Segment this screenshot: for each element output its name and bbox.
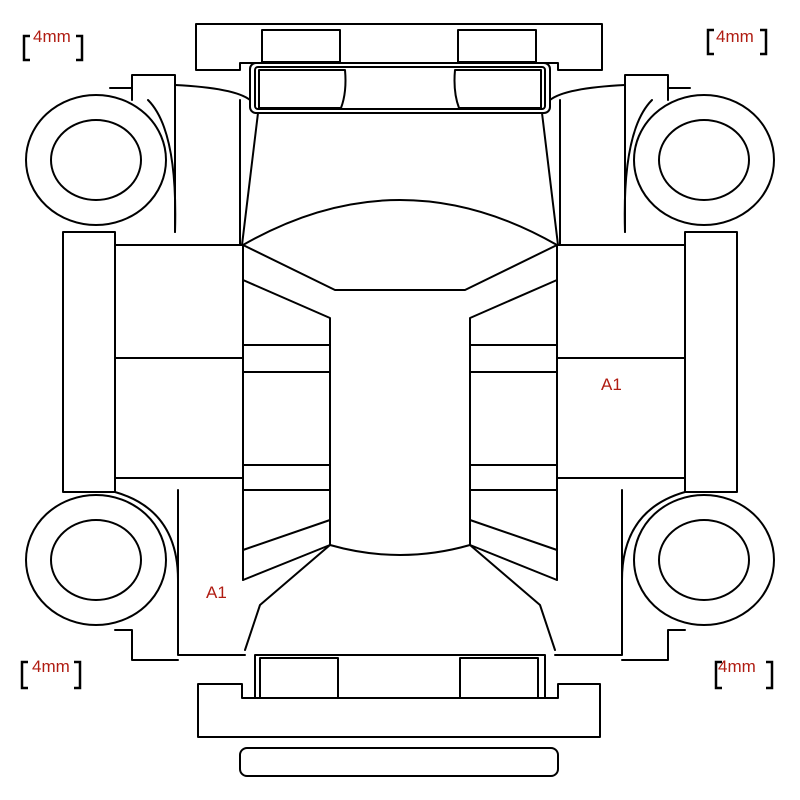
hood xyxy=(174,84,626,246)
rear-left-fender xyxy=(114,489,246,661)
rear-left-wheel xyxy=(25,491,179,626)
front-right-wheel xyxy=(623,94,775,233)
tread-label-front-right: 4mm xyxy=(716,27,754,46)
left-rocker-panel xyxy=(62,231,116,493)
front-right-headlight xyxy=(453,69,542,109)
windshield xyxy=(242,199,558,291)
rear-window-trunk xyxy=(242,544,558,651)
tread-label-front-left: 4mm xyxy=(33,27,71,46)
rear-left-taillight xyxy=(259,657,339,699)
rear-bumper xyxy=(197,683,601,738)
damage-code-left-rear: A1 xyxy=(206,583,227,602)
damage-code-right-side: A1 xyxy=(601,375,622,394)
right-rocker-panel xyxy=(684,231,738,493)
tread-depth-front-left xyxy=(22,34,84,62)
rear-right-taillight xyxy=(459,657,539,699)
rear-step-bar xyxy=(239,747,559,777)
front-left-headlight xyxy=(258,69,347,109)
grille xyxy=(249,62,551,114)
tread-depth-rear-left xyxy=(20,660,82,690)
rear-right-fender xyxy=(554,489,686,661)
rear-right-wheel xyxy=(621,491,775,626)
left-side-body xyxy=(62,231,331,581)
front-left-wheel xyxy=(25,94,177,233)
tread-depth-front-right xyxy=(706,28,768,56)
front-right-fender xyxy=(624,74,691,233)
right-side-body xyxy=(469,231,738,581)
front-right-fog-lamp xyxy=(457,29,537,63)
roof xyxy=(242,279,558,556)
tail-panel xyxy=(254,654,546,701)
front-left-fog-lamp xyxy=(261,29,341,63)
tread-label-rear-right: 4mm xyxy=(718,657,756,676)
tread-depth-rear-right xyxy=(714,660,774,690)
front-left-fender xyxy=(109,74,176,233)
tread-label-rear-left: 4mm xyxy=(32,657,70,676)
